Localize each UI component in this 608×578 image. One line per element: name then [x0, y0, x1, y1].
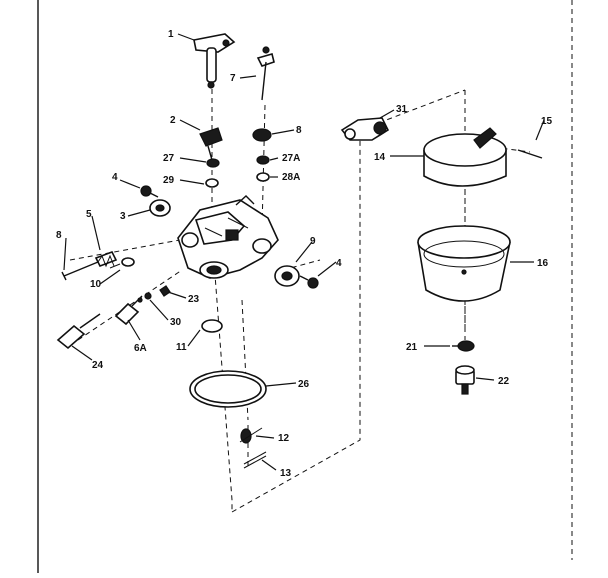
part-13-float-needle: [243, 451, 267, 469]
label-1: 1: [168, 29, 174, 40]
part-16-float-bowl: [417, 225, 511, 302]
label-23: 23: [188, 294, 200, 305]
label-7: 7: [230, 73, 236, 84]
label-2: 2: [170, 115, 176, 126]
part-14-float: [423, 127, 507, 187]
part-21-bowl-gasket: [452, 340, 475, 352]
part-4-screw-upper: [140, 185, 159, 198]
part-1-throttle-shaft: [193, 33, 236, 89]
label-3: 3: [120, 211, 126, 222]
label-13: 13: [280, 468, 292, 479]
label-6a: 6A: [134, 343, 147, 354]
label-8-lower: 8: [56, 230, 62, 241]
label-21: 21: [406, 342, 418, 353]
label-27: 27: [163, 153, 175, 164]
part-3-choke-plate: [149, 199, 171, 217]
label-15: 15: [541, 116, 553, 127]
carburetor-body: [177, 195, 279, 279]
label-12: 12: [278, 433, 290, 444]
part-24-needle-valve: [56, 313, 101, 350]
callout-leaders: [63, 33, 545, 471]
label-28a: 28A: [282, 172, 300, 183]
part-22-bowl-nut: [455, 365, 475, 395]
label-22: 22: [498, 376, 510, 387]
part-4-screw-lower: [299, 275, 319, 289]
part-15-float-hinge-pin: [517, 149, 543, 159]
label-27a: 27A: [282, 153, 300, 164]
part-23-clip: [159, 285, 171, 297]
part-31-fuel-fitting: [340, 117, 390, 141]
part-9-throttle-plate: [274, 265, 300, 287]
part-6a-main-needle: [114, 295, 143, 326]
part-29-spring: [205, 178, 219, 188]
label-5: 5: [86, 209, 92, 220]
label-4-lower: 4: [336, 258, 342, 269]
label-10: 10: [90, 279, 102, 290]
part-11-seal: [201, 319, 223, 333]
label-24: 24: [92, 360, 104, 371]
label-9: 9: [310, 236, 316, 247]
part-7-choke-shaft: [256, 46, 275, 101]
label-8-upper: 8: [296, 125, 302, 136]
part-10-idle-spring: [109, 257, 135, 269]
part-28a-spring: [256, 172, 270, 182]
part-27-seal: [206, 158, 220, 168]
label-16: 16: [537, 258, 549, 269]
callout-labels: 1 7 31 15 14 2 8 27 27A 29 28A 4 3 9 5 8…: [56, 29, 553, 479]
label-26: 26: [298, 379, 310, 390]
label-14: 14: [374, 152, 386, 163]
part-6-idle-mixture-screw: [61, 250, 118, 281]
label-4-upper: 4: [112, 172, 118, 183]
label-31: 31: [396, 104, 408, 115]
part-8-choke-plate: [252, 128, 272, 142]
part-26-gasket: [189, 370, 267, 408]
label-11: 11: [176, 342, 187, 353]
label-30: 30: [170, 317, 182, 328]
part-2-throttle-plate: [199, 127, 223, 161]
part-27a-seal: [256, 155, 270, 165]
part-12-float-pin: [239, 427, 263, 444]
label-29: 29: [163, 175, 175, 186]
